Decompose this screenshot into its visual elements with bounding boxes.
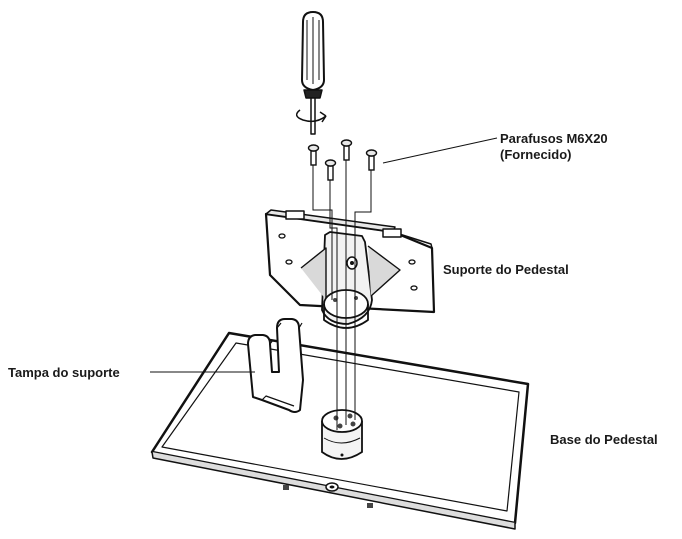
base-label: Base do Pedestal	[550, 432, 658, 447]
pedestal-bracket	[264, 209, 436, 329]
base-post	[321, 409, 363, 460]
screw-2	[324, 159, 337, 181]
support-cover	[247, 318, 304, 413]
screwdriver-icon	[295, 11, 327, 135]
screw-4	[365, 149, 378, 171]
screws-label-line2: (Fornecido)	[500, 147, 572, 162]
screw-3	[340, 139, 353, 161]
screws-label: Parafusos M6X20 (Fornecido)	[500, 131, 608, 163]
bracket-label: Suporte do Pedestal	[443, 262, 569, 277]
cover-label: Tampa do suporte	[8, 365, 120, 380]
leader-lines	[150, 137, 498, 373]
screw-1	[307, 144, 320, 166]
screws-label-line1: Parafusos M6X20	[500, 131, 608, 146]
alignment-lines	[312, 158, 372, 430]
